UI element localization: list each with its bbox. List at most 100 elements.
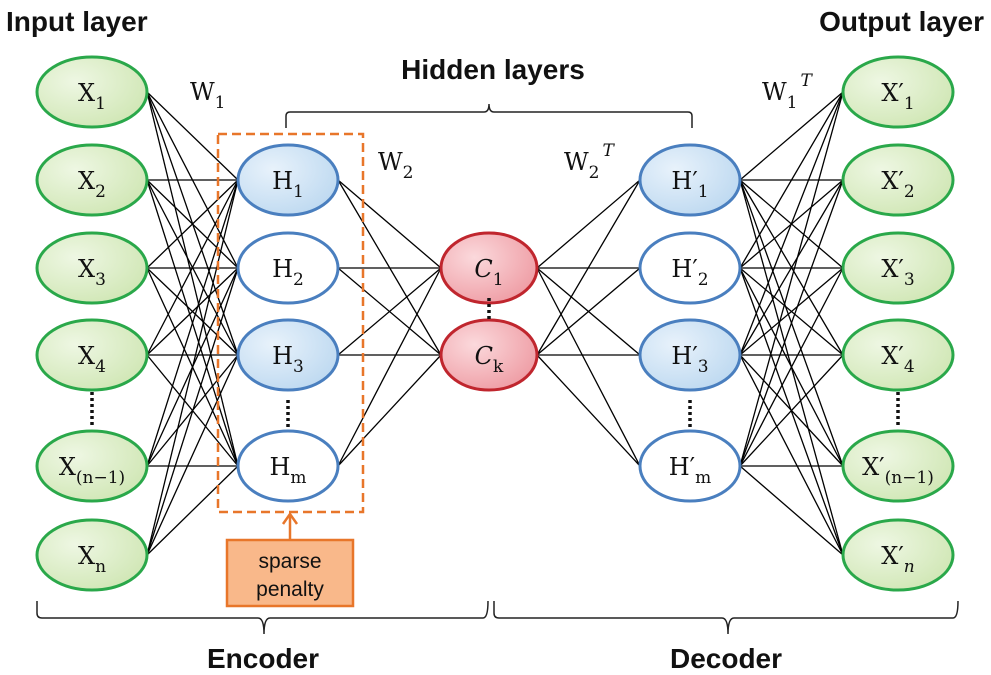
decoder-hidden-node-4: H′m bbox=[638, 429, 742, 503]
encoder-brace bbox=[36, 600, 489, 635]
sparse-penalty-box bbox=[225, 538, 355, 608]
output-node-6-shape bbox=[841, 518, 955, 592]
code-node-2-label: Ck bbox=[475, 342, 504, 377]
output-layer-title: Output layer bbox=[819, 6, 984, 37]
output-node-2-shape bbox=[841, 143, 955, 217]
encoder-hidden-node-2-shape bbox=[236, 231, 340, 305]
edge-hidden-code bbox=[337, 179, 442, 269]
decoder-hidden-node-4-shape bbox=[638, 429, 742, 503]
output-node-4-shape bbox=[841, 318, 955, 392]
output-node-4: X′4 bbox=[841, 318, 955, 392]
input-node-3-shape bbox=[35, 231, 149, 305]
code-node-1: C1 bbox=[439, 231, 539, 305]
sparse-penalty-line2: penalty bbox=[256, 578, 324, 601]
edge-hidden-output bbox=[739, 267, 844, 467]
output-node-5-shape bbox=[841, 429, 955, 503]
output-node-4-label: X′4 bbox=[881, 342, 914, 377]
input-node-6-shape bbox=[35, 518, 149, 592]
edge-hidden-code bbox=[337, 267, 442, 467]
input-node-2-label: X2 bbox=[78, 167, 106, 202]
encoder-title: Encoder bbox=[207, 643, 319, 674]
weight-w2-label: W2 bbox=[378, 148, 414, 183]
input-node-1: X1 bbox=[35, 55, 149, 129]
edge-input-hidden bbox=[146, 267, 239, 556]
input-node-5: X(n−1) bbox=[35, 429, 149, 503]
edge-hidden-output bbox=[739, 91, 844, 356]
input-node-6-label: Xn bbox=[78, 542, 106, 577]
encoder-hidden-node-2-label: H2 bbox=[272, 255, 304, 290]
edge-code-hidden bbox=[536, 354, 641, 467]
code-node-2-shape bbox=[439, 318, 539, 392]
output-node-5-label: X′(n−1) bbox=[862, 453, 934, 488]
edge-input-hidden bbox=[146, 267, 239, 356]
edge-input-hidden bbox=[146, 179, 239, 356]
penalty-arrow-head bbox=[281, 511, 299, 525]
encoder-hidden-node-1: H1 bbox=[236, 143, 340, 217]
edge-input-hidden bbox=[146, 354, 239, 556]
input-node-2: X2 bbox=[35, 143, 149, 217]
input-node-5-label: X(n−1) bbox=[59, 453, 125, 488]
encoder-hidden-node-2: H2 bbox=[236, 231, 340, 305]
encoder-hidden-node-4-shape bbox=[236, 429, 340, 503]
edge-hidden-output bbox=[739, 354, 844, 556]
output-node-2-label: X′2 bbox=[881, 167, 914, 202]
output-node-6: X′n bbox=[841, 518, 955, 592]
edge-code-hidden bbox=[536, 179, 641, 356]
output-node-1-shape bbox=[841, 55, 955, 129]
encoder-hidden-node-1-label: H1 bbox=[272, 167, 304, 202]
output-node-1-label: X′1 bbox=[881, 79, 914, 114]
hidden-layers-brace bbox=[285, 103, 693, 128]
edge-input-hidden bbox=[146, 179, 239, 467]
decoder-hidden-node-3-label: H′3 bbox=[671, 342, 708, 377]
input-node-3-label: X3 bbox=[78, 255, 106, 290]
decoder-hidden-node-1: H′1 bbox=[638, 143, 742, 217]
edge-hidden-output bbox=[739, 91, 844, 467]
hidden-layers-title: Hidden layers bbox=[401, 54, 585, 85]
edge-input-hidden bbox=[146, 465, 239, 556]
input-node-4-shape bbox=[35, 318, 149, 392]
decoder-hidden-node-2-label: H′2 bbox=[671, 255, 708, 290]
code-node-2: Ck bbox=[439, 318, 539, 392]
output-node-2: X′2 bbox=[841, 143, 955, 217]
weight-w1t-label: W1T bbox=[762, 71, 814, 113]
weight-w1-label: W1 bbox=[190, 78, 226, 113]
code-node-1-shape bbox=[439, 231, 539, 305]
edge-hidden-code bbox=[337, 354, 442, 467]
output-node-5: X′(n−1) bbox=[841, 429, 955, 503]
edge-input-hidden bbox=[146, 91, 239, 181]
edge-hidden-output bbox=[739, 179, 844, 356]
edge-hidden-code bbox=[337, 267, 442, 356]
edge-hidden-output bbox=[739, 465, 844, 556]
decoder-brace bbox=[493, 600, 959, 635]
encoder-hidden-node-4-label: Hm bbox=[269, 453, 306, 488]
decoder-hidden-node-1-label: H′1 bbox=[671, 167, 708, 202]
input-node-5-shape bbox=[35, 429, 149, 503]
edge-hidden-output bbox=[739, 354, 844, 467]
decoder-hidden-node-3: H′3 bbox=[638, 318, 742, 392]
output-node-3-shape bbox=[841, 231, 955, 305]
edge-code-hidden bbox=[536, 267, 641, 356]
edge-hidden-output bbox=[739, 267, 844, 556]
input-node-1-shape bbox=[35, 55, 149, 129]
input-node-1-label: X1 bbox=[78, 79, 106, 114]
decoder-hidden-node-2-shape bbox=[638, 231, 742, 305]
connection-edges bbox=[146, 91, 844, 556]
edge-input-hidden bbox=[146, 179, 239, 269]
sparse-penalty-line1: sparse bbox=[258, 550, 321, 573]
decoder-title: Decoder bbox=[670, 643, 782, 674]
encoder-hidden-node-3: H3 bbox=[236, 318, 340, 392]
decoder-hidden-node-4-label: H′m bbox=[669, 453, 712, 488]
input-node-2-shape bbox=[35, 143, 149, 217]
output-node-3: X′3 bbox=[841, 231, 955, 305]
input-node-4-label: X4 bbox=[78, 342, 106, 377]
encoder-hidden-node-3-label: H3 bbox=[272, 342, 304, 377]
input-node-6: Xn bbox=[35, 518, 149, 592]
edge-hidden-output bbox=[739, 179, 844, 467]
output-node-3-label: X′3 bbox=[881, 255, 914, 290]
input-layer-title: Input layer bbox=[6, 6, 148, 37]
decoder-hidden-node-1-shape bbox=[638, 143, 742, 217]
input-node-4: X4 bbox=[35, 318, 149, 392]
